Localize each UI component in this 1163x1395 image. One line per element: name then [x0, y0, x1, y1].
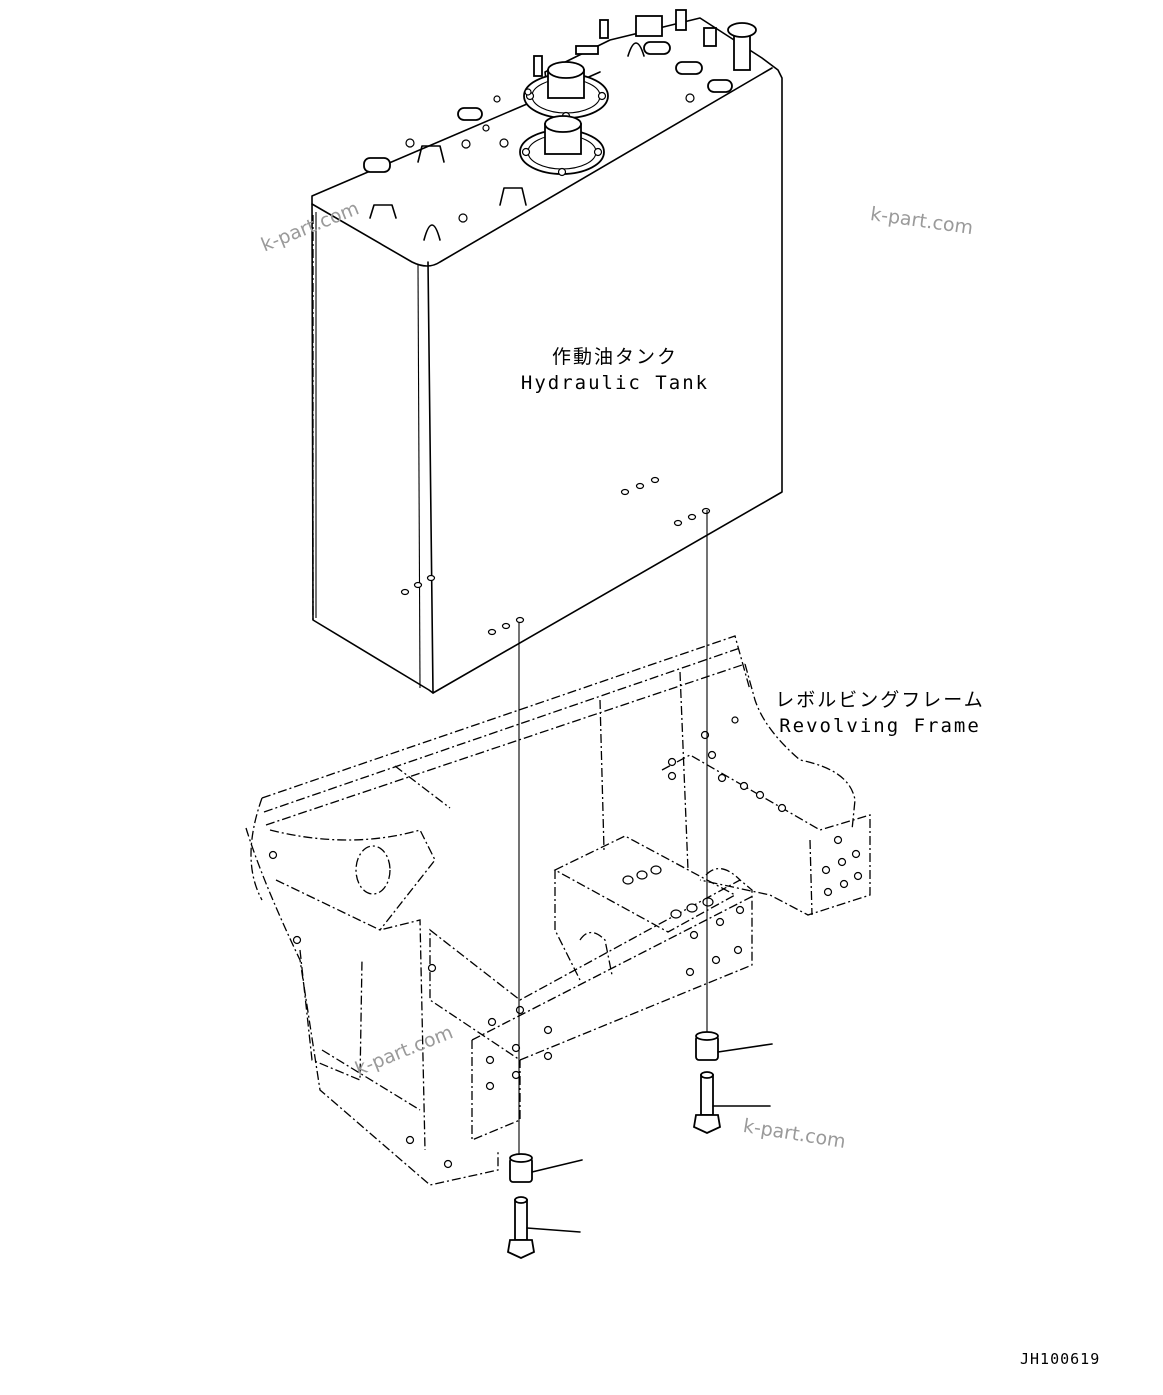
tank-top-clips — [363, 41, 733, 241]
tank-label: 作動油タンク Hydraulic Tank — [505, 344, 725, 396]
tank-label-jp: 作動油タンク — [551, 346, 678, 368]
bolt-right — [692, 1071, 771, 1134]
drawing-code: JH100619 — [1020, 1350, 1101, 1368]
bolt-left — [506, 1196, 581, 1259]
spacer-left — [509, 1153, 583, 1183]
tank-top-fittings — [533, 9, 757, 77]
frame-label: レボルビングフレーム Revolving Frame — [770, 687, 990, 739]
hydraulic-tank — [311, 9, 783, 694]
frame-label-en: Revolving Frame — [779, 715, 981, 737]
revolving-frame — [245, 635, 871, 1186]
tank-label-en: Hydraulic Tank — [520, 372, 710, 394]
frame-holes — [268, 716, 863, 1169]
tank-port-upper — [523, 61, 609, 121]
spacer-right — [695, 1031, 773, 1061]
frame-label-jp: レボルビングフレーム — [775, 689, 985, 711]
tank-mount-holes — [400, 476, 711, 636]
tank-port-lower — [519, 115, 605, 177]
mount-centerlines — [518, 510, 708, 1155]
